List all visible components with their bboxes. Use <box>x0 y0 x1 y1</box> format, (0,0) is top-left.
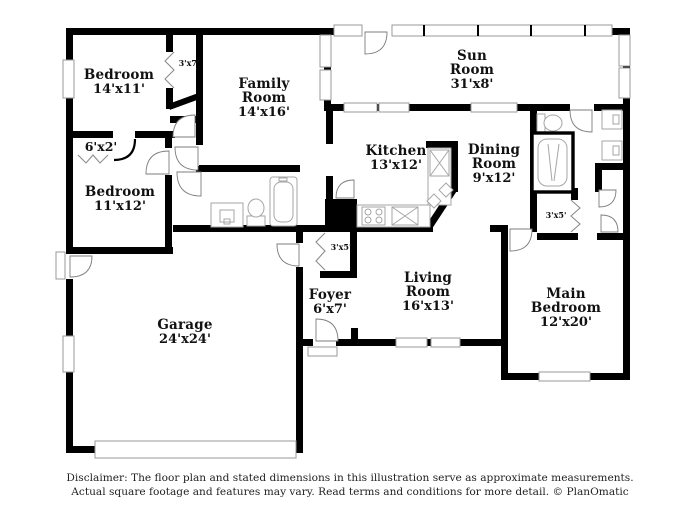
room-label-closet-6x2: 6'x2' <box>85 139 118 154</box>
toilet-icon <box>246 198 266 227</box>
foyer-closet-bifold <box>315 232 326 271</box>
room-dimension: 12'x20' <box>540 315 592 330</box>
room-name: Bedroom <box>84 67 154 83</box>
room-label-family-room: Family Room 14'x16' <box>238 76 290 120</box>
room-label-bedroom-1: Bedroom 14'x11' <box>84 67 154 97</box>
window <box>470 102 518 113</box>
room-label-bedroom-2: Bedroom 11'x12' <box>85 184 155 214</box>
disclaimer-line-2: Actual square footage and features may v… <box>70 486 629 498</box>
window <box>378 102 410 113</box>
room-label-main-bedroom: Main Bedroom 12'x20' <box>531 286 601 330</box>
room-dimension: 14'x11' <box>93 82 145 97</box>
window <box>395 337 428 348</box>
walls <box>66 28 630 453</box>
room-name: Room <box>450 62 494 78</box>
front-door <box>315 318 339 342</box>
sink-vanity-icon <box>210 202 244 228</box>
room-dimension: 31'x8' <box>451 77 494 92</box>
window <box>62 59 75 99</box>
room-name: Room <box>472 156 516 172</box>
room-name: Room <box>406 284 450 300</box>
room-label-foyer: Foyer 6'x7' <box>309 287 352 317</box>
garage-side-door <box>69 255 93 278</box>
vestibule-door-arc <box>113 138 137 162</box>
room-label-closet-3x5-bath: 3'x5' <box>546 210 567 220</box>
kitchen-hall-door <box>335 179 355 199</box>
window-band <box>391 24 613 37</box>
windows <box>55 24 631 459</box>
room-dimension: 24'x24' <box>159 332 211 347</box>
disclaimer: Disclaimer: The floor plan and stated di… <box>66 472 633 498</box>
stove-icon <box>361 206 386 226</box>
room-name: Room <box>242 90 286 106</box>
bedroom2-closet-bifold <box>77 154 109 164</box>
room-dimension: 16'x13' <box>402 299 454 314</box>
bedroom1-closet-bifold <box>164 51 175 89</box>
room-label-sun-room: Sun Room 31'x8' <box>450 48 494 92</box>
bedroom2-door <box>145 150 170 175</box>
fixtures <box>210 109 623 228</box>
wc-door-upper <box>598 189 617 208</box>
shower-icon <box>530 131 575 194</box>
window <box>333 24 363 37</box>
room-dimension: 3'x5' <box>546 210 567 220</box>
window <box>343 102 378 113</box>
window <box>319 69 332 101</box>
room-name: Dining <box>468 142 521 158</box>
room-dimension: 14'x16' <box>238 105 290 120</box>
room-name: Sun <box>457 48 487 64</box>
room-dimension: 3'x7' <box>179 58 200 68</box>
bath-closet-bifold <box>570 199 581 233</box>
window <box>430 337 461 348</box>
main-bedroom-door <box>509 228 533 252</box>
window <box>618 34 631 67</box>
room-name: Bedroom <box>85 184 155 200</box>
room-name: Garage <box>157 317 212 333</box>
kitchen-sink-box-icon <box>391 206 419 226</box>
window <box>319 34 332 68</box>
double-sink-icon <box>601 109 623 161</box>
room-name: Main <box>546 286 585 302</box>
room-dimension: 9'x12' <box>473 171 516 186</box>
toilet-icon <box>536 113 563 133</box>
bathtub-icon <box>269 176 298 227</box>
garage-interior-door <box>276 243 300 267</box>
room-dimension: 11'x12' <box>94 199 146 214</box>
door-openings <box>66 28 594 346</box>
room-name: Kitchen <box>366 143 427 159</box>
window <box>62 335 75 373</box>
room-dimension: 3'x5' <box>331 242 352 252</box>
room-label-living-room: Living Room 16'x13' <box>402 270 454 314</box>
room-label-closet-3x7: 3'x7' <box>179 58 200 68</box>
front-step <box>307 346 338 357</box>
window <box>618 67 631 99</box>
room-label-garage: Garage 24'x24' <box>157 317 212 347</box>
room-label-kitchen: Kitchen 13'x12' <box>366 143 427 173</box>
hall-door <box>174 146 199 171</box>
window <box>538 371 591 382</box>
kitchen-counter-icon <box>356 147 454 228</box>
room-dimension: 6'x2' <box>85 139 118 154</box>
room-label-closet-3x5-foyer: 3'x5' <box>331 242 352 252</box>
garage-door <box>94 440 297 459</box>
room-name: Bedroom <box>531 300 601 316</box>
room-name: Family <box>238 76 290 92</box>
room-name: Living <box>404 270 452 286</box>
bedroom1-door <box>172 114 196 138</box>
hall-bath-door <box>176 171 202 197</box>
room-label-dining-room: Dining Room 9'x12' <box>468 142 521 186</box>
disclaimer-line-1: Disclaimer: The floor plan and stated di… <box>66 472 633 484</box>
exterior-door-leaf <box>55 251 66 280</box>
bifold-doors <box>77 51 581 271</box>
wc-door-lower <box>600 214 619 233</box>
room-dimension: 13'x12' <box>370 158 422 173</box>
bath-sunroom-door <box>569 109 593 133</box>
room-name: Foyer <box>309 287 352 303</box>
sun-room-entry-door <box>364 31 388 55</box>
room-dimension: 6'x7' <box>313 302 347 317</box>
doors <box>69 31 619 342</box>
